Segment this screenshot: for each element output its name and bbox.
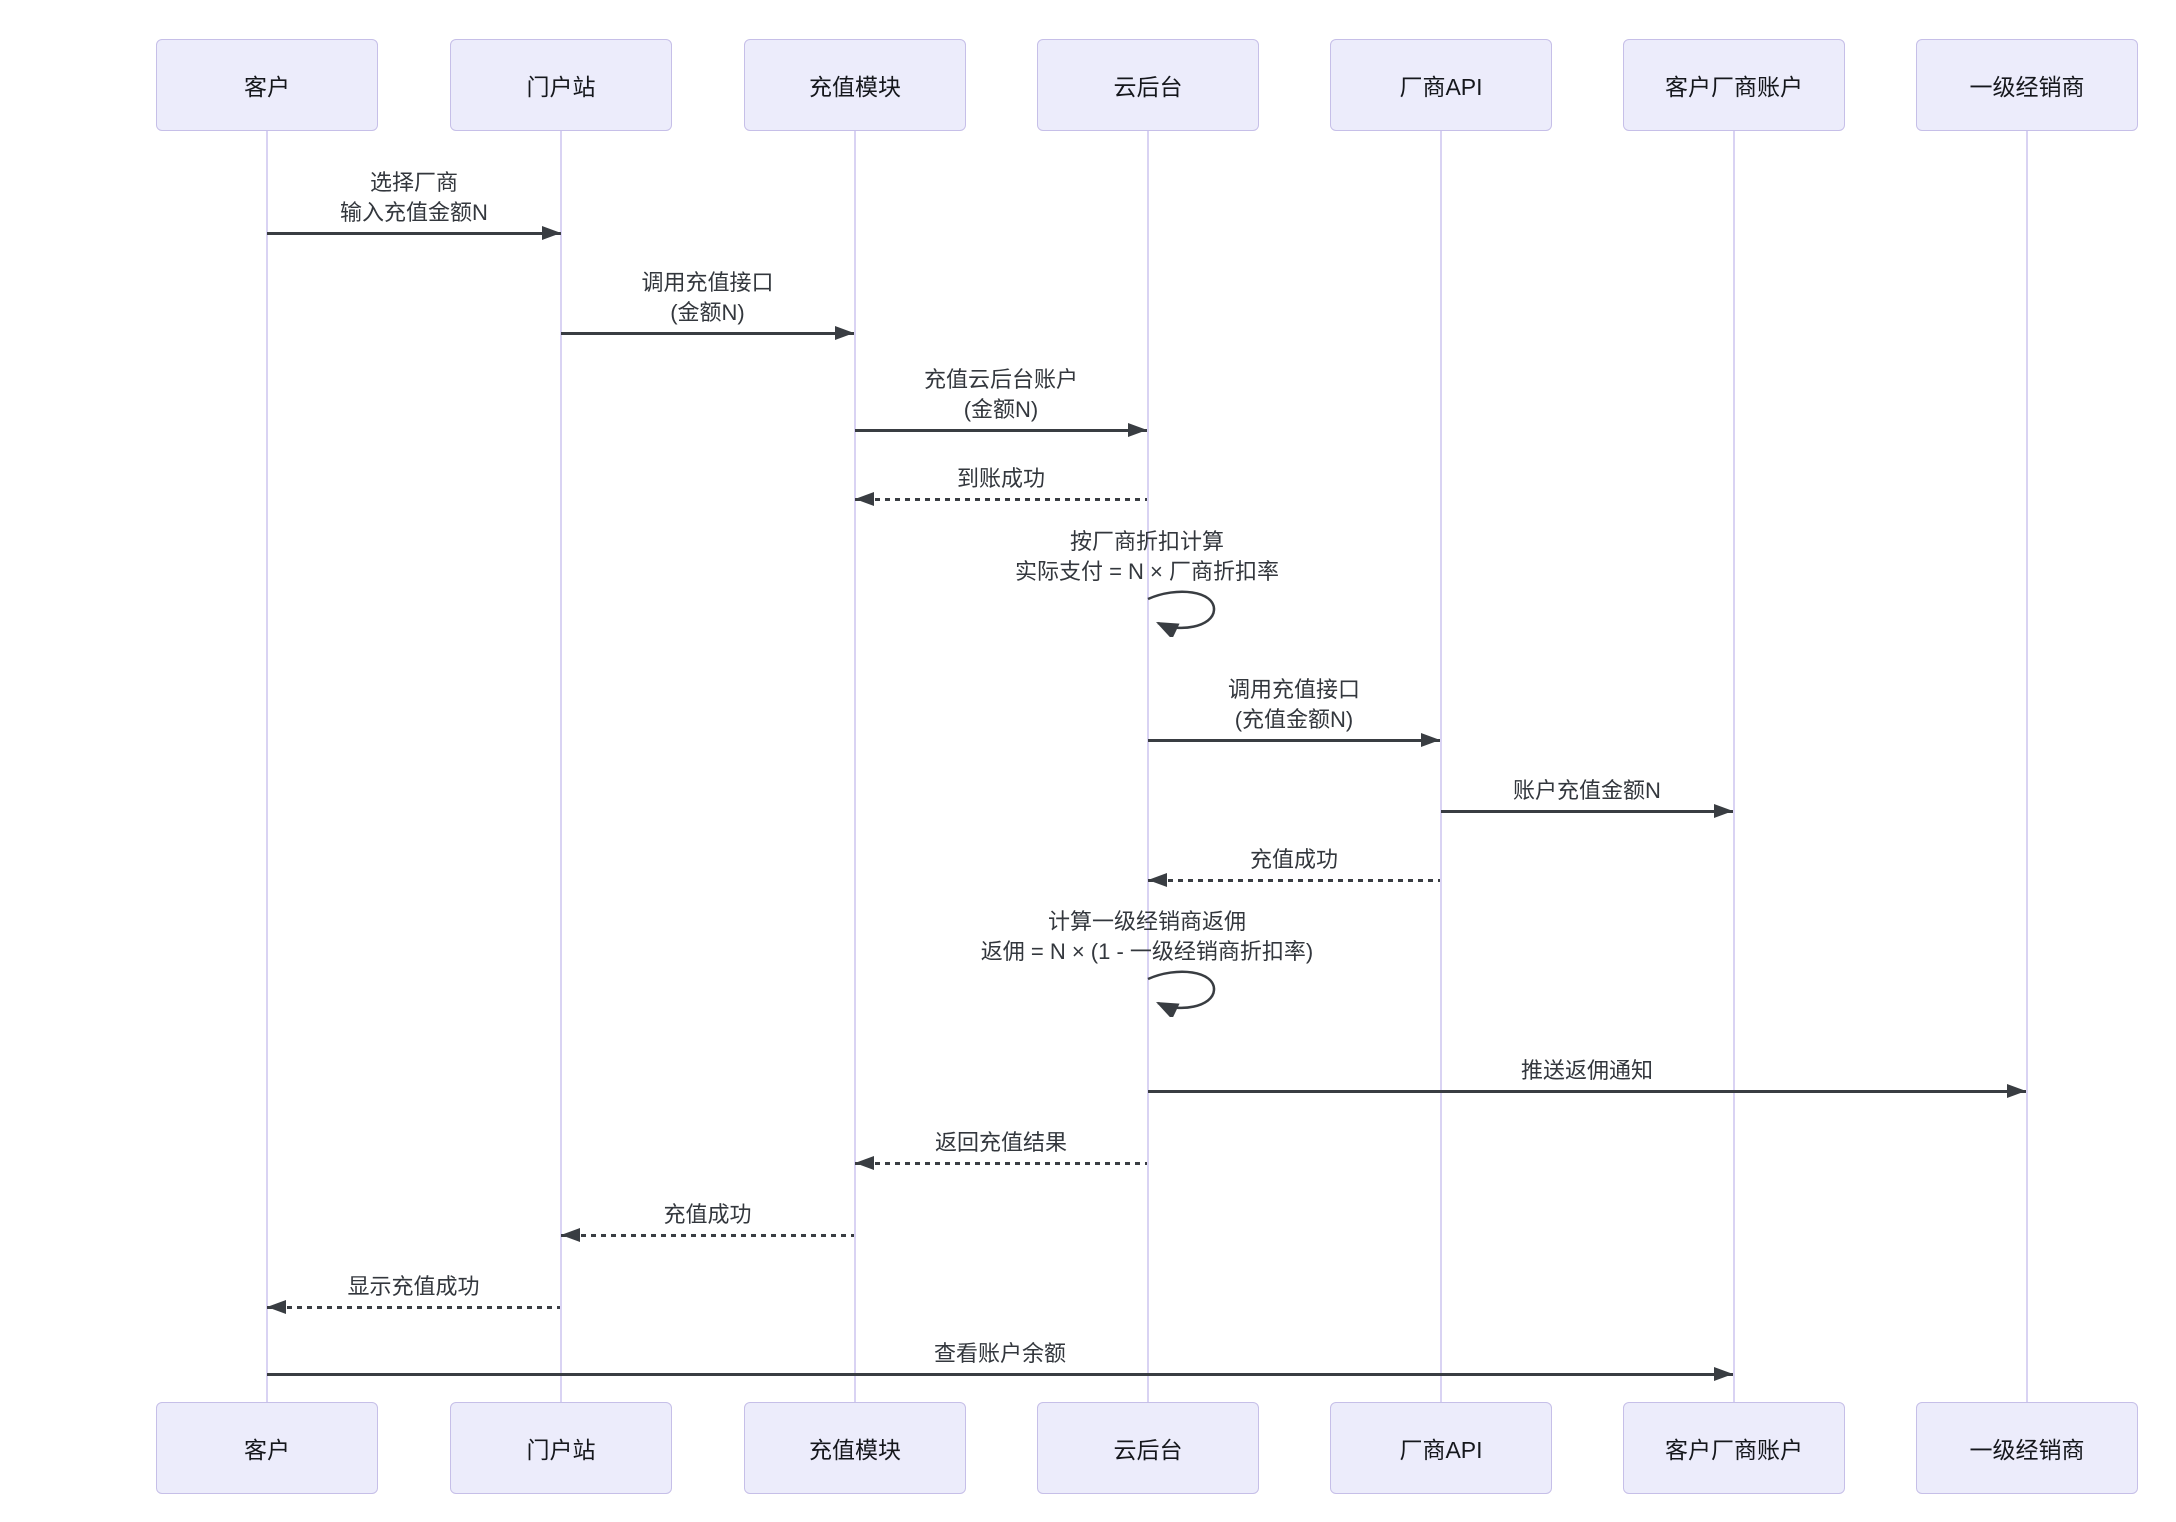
arrowhead-left-icon: [855, 492, 874, 506]
message-view-account-balance: 查看账户余额: [267, 1339, 1733, 1381]
selfloop-arrow-icon: [1147, 590, 1216, 637]
selfloop-rebate-calc: 计算一级经销商返佣 返佣 = N × (1 - 一级经销商折扣率): [867, 907, 1427, 967]
arrow-line: [267, 1300, 560, 1314]
actor-bottom-vendor-api: 厂商API: [1330, 1402, 1552, 1494]
message-show-recharge-success: 显示充值成功: [267, 1272, 560, 1314]
arrow-line: [855, 492, 1147, 506]
message-label: 推送返佣通知: [1520, 1058, 1653, 1083]
message-account-recharge-amount: 账户充值金额N: [1441, 776, 1733, 818]
arrowhead-left-icon: [561, 1228, 580, 1242]
arrow-line: [561, 1228, 854, 1242]
message-call-recharge-api: 调用充值接口 (金额N): [561, 268, 854, 340]
arrow-line: [561, 326, 854, 340]
actor-label: 客户: [244, 1437, 290, 1463]
message-label: (金额N): [963, 397, 1039, 422]
arrow-line: [1148, 873, 1440, 887]
arrowhead-right-icon: [2007, 1084, 2026, 1098]
message-recharge-cloud-account: 充值云后台账户 (金额N): [855, 365, 1147, 437]
message-label: 调用充值接口: [1227, 677, 1360, 702]
message-label: 充值成功: [1249, 847, 1338, 872]
message-label: (充值金额N): [1234, 707, 1354, 732]
arrow-line: [1148, 1084, 2026, 1098]
actor-label: 厂商API: [1399, 1437, 1483, 1463]
message-label: 账户充值金额N: [1513, 778, 1661, 803]
actor-label: 客户厂商账户: [1665, 74, 1803, 100]
message-label: 输入充值金额N: [340, 200, 488, 225]
actor-label: 云后台: [1113, 74, 1183, 100]
actor-label: 厂商API: [1399, 74, 1483, 100]
message-label: (金额N): [670, 300, 745, 325]
arrowhead-right-icon: [542, 226, 561, 240]
actor-top-customer: 客户: [156, 39, 378, 131]
actor-top-portal: 门户站: [450, 39, 672, 131]
arrowhead-right-icon: [1128, 423, 1147, 437]
actor-label: 客户厂商账户: [1665, 1437, 1803, 1463]
arrowhead-left-icon: [855, 1156, 874, 1170]
message-label: 充值云后台账户: [923, 367, 1078, 392]
message-label: 按厂商折扣计算: [1069, 529, 1224, 554]
selfloop-discount-calc: 按厂商折扣计算 实际支付 = N × 厂商折扣率: [867, 527, 1427, 587]
arrowhead-right-icon: [1714, 804, 1733, 818]
actor-label: 一级经销商: [1969, 74, 2085, 100]
arrowhead-right-icon: [1714, 1367, 1733, 1381]
message-label: 充值成功: [663, 1202, 752, 1227]
message-push-rebate-notice: 推送返佣通知: [1148, 1056, 2026, 1098]
message-recharge-success-module: 充值成功: [561, 1200, 854, 1242]
message-label: 计算一级经销商返佣: [1047, 909, 1246, 934]
actor-bottom-recharge-module: 充值模块: [744, 1402, 966, 1494]
arrowhead-right-icon: [1421, 733, 1440, 747]
arrow-line: [855, 1156, 1147, 1170]
lifeline-recharge-module: [854, 131, 856, 1402]
arrowhead-left-icon: [267, 1300, 286, 1314]
actor-label: 充值模块: [809, 1437, 901, 1463]
message-label: 查看账户余额: [933, 1341, 1066, 1366]
actor-top-level1-distributor: 一级经销商: [1916, 39, 2138, 131]
actor-label: 客户: [244, 74, 290, 100]
lifeline-portal: [560, 131, 562, 1402]
actor-label: 一级经销商: [1969, 1437, 2085, 1463]
actor-label: 云后台: [1113, 1437, 1183, 1463]
message-return-recharge-result: 返回充值结果: [855, 1128, 1147, 1170]
message-label: 返佣 = N × (1 - 一级经销商折扣率): [980, 939, 1314, 964]
message-recharge-success-api: 充值成功: [1148, 845, 1440, 887]
arrow-line: [1441, 804, 1733, 818]
arrow-line: [267, 226, 561, 240]
lifeline-vendor-api: [1440, 131, 1442, 1402]
actor-label: 门户站: [526, 74, 596, 100]
lifeline-customer-vendor-account: [1733, 131, 1735, 1402]
message-select-vendor: 选择厂商 输入充值金额N: [267, 168, 561, 240]
actor-bottom-customer: 客户: [156, 1402, 378, 1494]
message-label: 调用充值接口: [641, 270, 774, 295]
message-label: 返回充值结果: [934, 1130, 1067, 1155]
arrow-line: [1148, 733, 1440, 747]
arrowhead-left-icon: [1148, 873, 1167, 887]
actor-label: 门户站: [526, 1437, 596, 1463]
message-label: 显示充值成功: [347, 1274, 480, 1299]
message-call-vendor-recharge-api: 调用充值接口 (充值金额N): [1148, 675, 1440, 747]
arrow-line: [855, 423, 1147, 437]
actor-top-customer-vendor-account: 客户厂商账户: [1623, 39, 1845, 131]
actor-bottom-portal: 门户站: [450, 1402, 672, 1494]
actor-top-recharge-module: 充值模块: [744, 39, 966, 131]
lifeline-customer: [266, 131, 268, 1402]
message-label: 选择厂商: [369, 170, 458, 195]
arrow-line: [267, 1367, 1733, 1381]
actor-top-cloud-backend: 云后台: [1037, 39, 1259, 131]
message-label: 实际支付 = N × 厂商折扣率: [1014, 559, 1280, 584]
arrowhead-right-icon: [835, 326, 854, 340]
actor-bottom-level1-distributor: 一级经销商: [1916, 1402, 2138, 1494]
actor-bottom-customer-vendor-account: 客户厂商账户: [1623, 1402, 1845, 1494]
lifeline-cloud-backend: [1147, 131, 1149, 1402]
actor-top-vendor-api: 厂商API: [1330, 39, 1552, 131]
lifeline-level1-distributor: [2026, 131, 2028, 1402]
message-arrival-success: 到账成功: [855, 464, 1147, 506]
actor-label: 充值模块: [809, 74, 901, 100]
actor-bottom-cloud-backend: 云后台: [1037, 1402, 1259, 1494]
selfloop-arrow-icon: [1147, 970, 1216, 1017]
message-label: 到账成功: [956, 466, 1045, 491]
